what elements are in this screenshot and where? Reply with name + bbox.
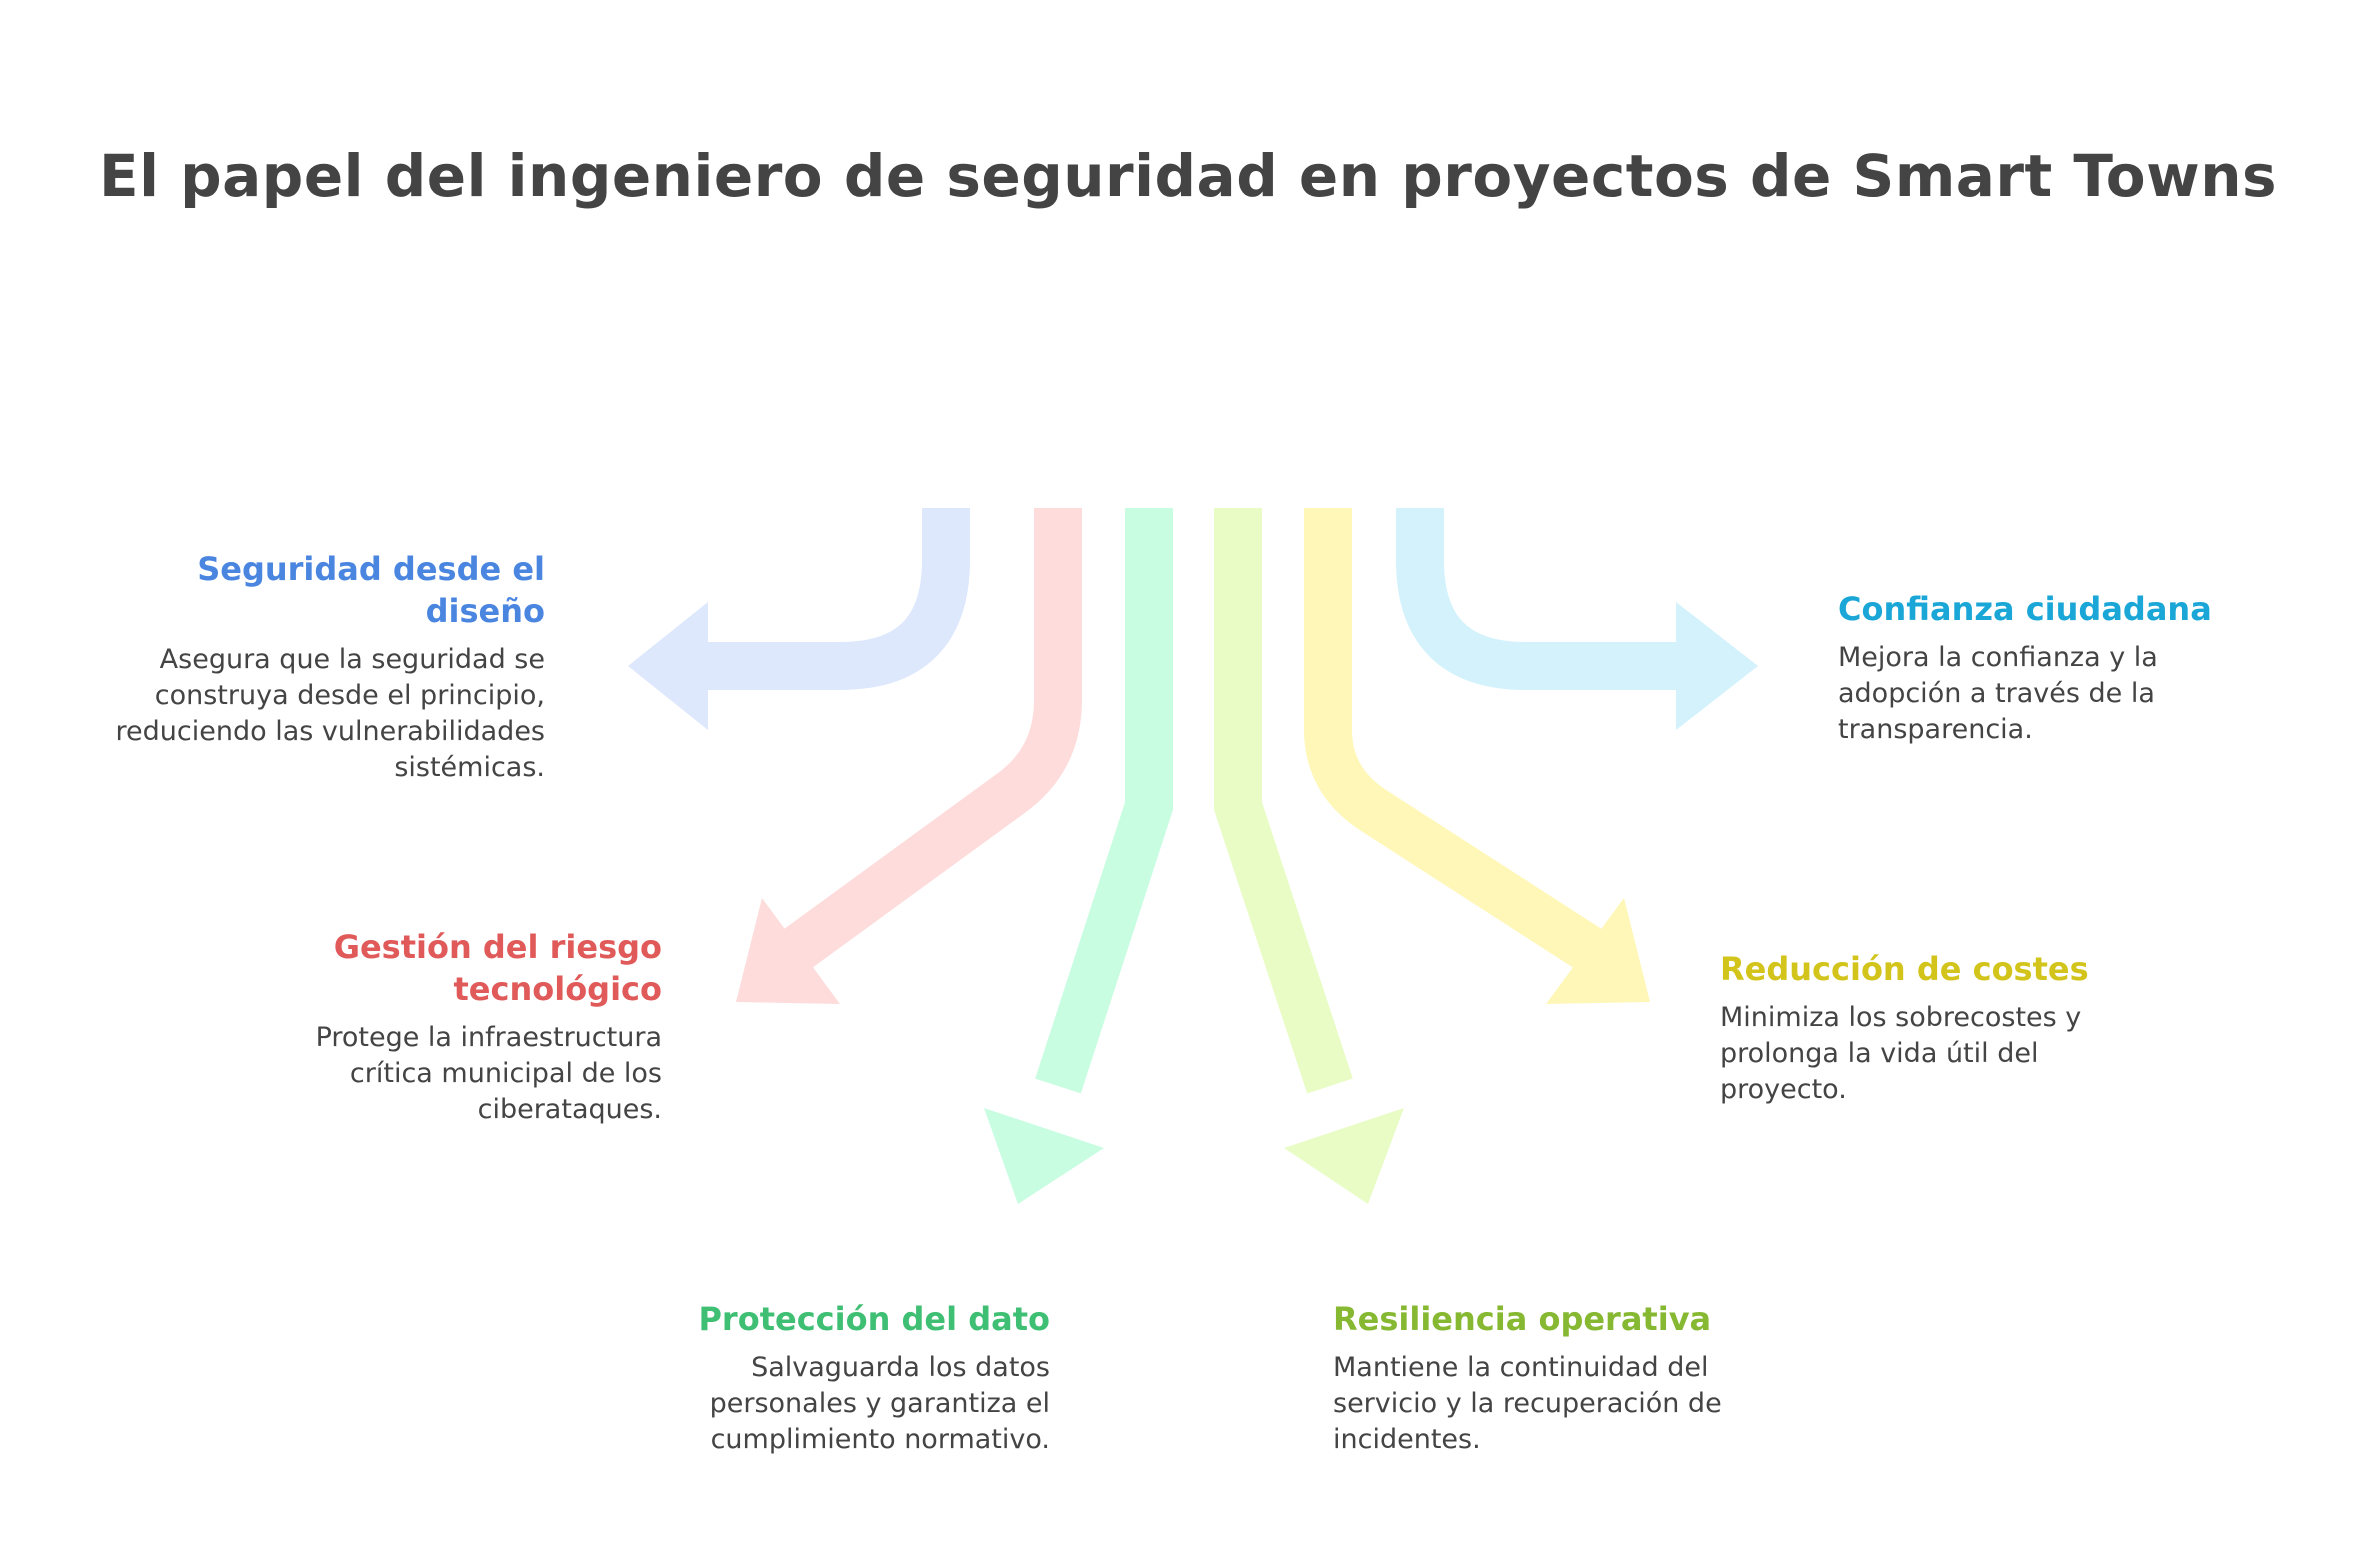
item-reduccion-costes: Reducción de costes Minimiza los sobreco…: [1720, 948, 2160, 1108]
item-heading: Protección del dato: [698, 1300, 1050, 1338]
item-heading: Reducción de costes: [1720, 950, 2089, 988]
arrow-seguridad-diseno: [628, 508, 970, 730]
arrow-confianza-ciudadana: [1396, 508, 1758, 730]
item-proteccion-dato: Protección del dato Salvaguarda los dato…: [620, 1298, 1050, 1458]
item-heading: Seguridad desde el diseño: [197, 550, 545, 630]
item-description: Minimiza los sobrecostes y prolonga la v…: [1720, 1002, 2082, 1105]
item-heading: Resiliencia operativa: [1333, 1300, 1712, 1338]
arrow-proteccion-dato: [984, 508, 1173, 1204]
arrow-gestion-riesgo: [736, 508, 1082, 1004]
item-gestion-riesgo: Gestión del riesgo tecnológico Protege l…: [250, 926, 662, 1128]
item-description: Mejora la confianza y la adopción a trav…: [1838, 642, 2158, 745]
item-description: Asegura que la seguridad se construya de…: [115, 644, 545, 783]
item-confianza-ciudadana: Confianza ciudadana Mejora la confianza …: [1838, 588, 2278, 748]
item-heading: Gestión del riesgo tecnológico: [333, 928, 662, 1008]
item-heading: Confianza ciudadana: [1838, 590, 2212, 628]
item-description: Protege la infraestructura crítica munic…: [315, 1022, 662, 1125]
item-seguridad-diseno: Seguridad desde el diseño Asegura que la…: [110, 548, 545, 786]
item-description: Salvaguarda los datos personales y garan…: [709, 1352, 1050, 1455]
arrow-reduccion-costes: [1304, 508, 1650, 1004]
diagram-title: El papel del ingeniero de seguridad en p…: [98, 142, 2278, 210]
item-description: Mantiene la continuidad del servicio y l…: [1333, 1352, 1722, 1455]
arrow-resiliencia: [1214, 508, 1404, 1204]
item-resiliencia-operativa: Resiliencia operativa Mantiene la contin…: [1333, 1298, 1773, 1458]
